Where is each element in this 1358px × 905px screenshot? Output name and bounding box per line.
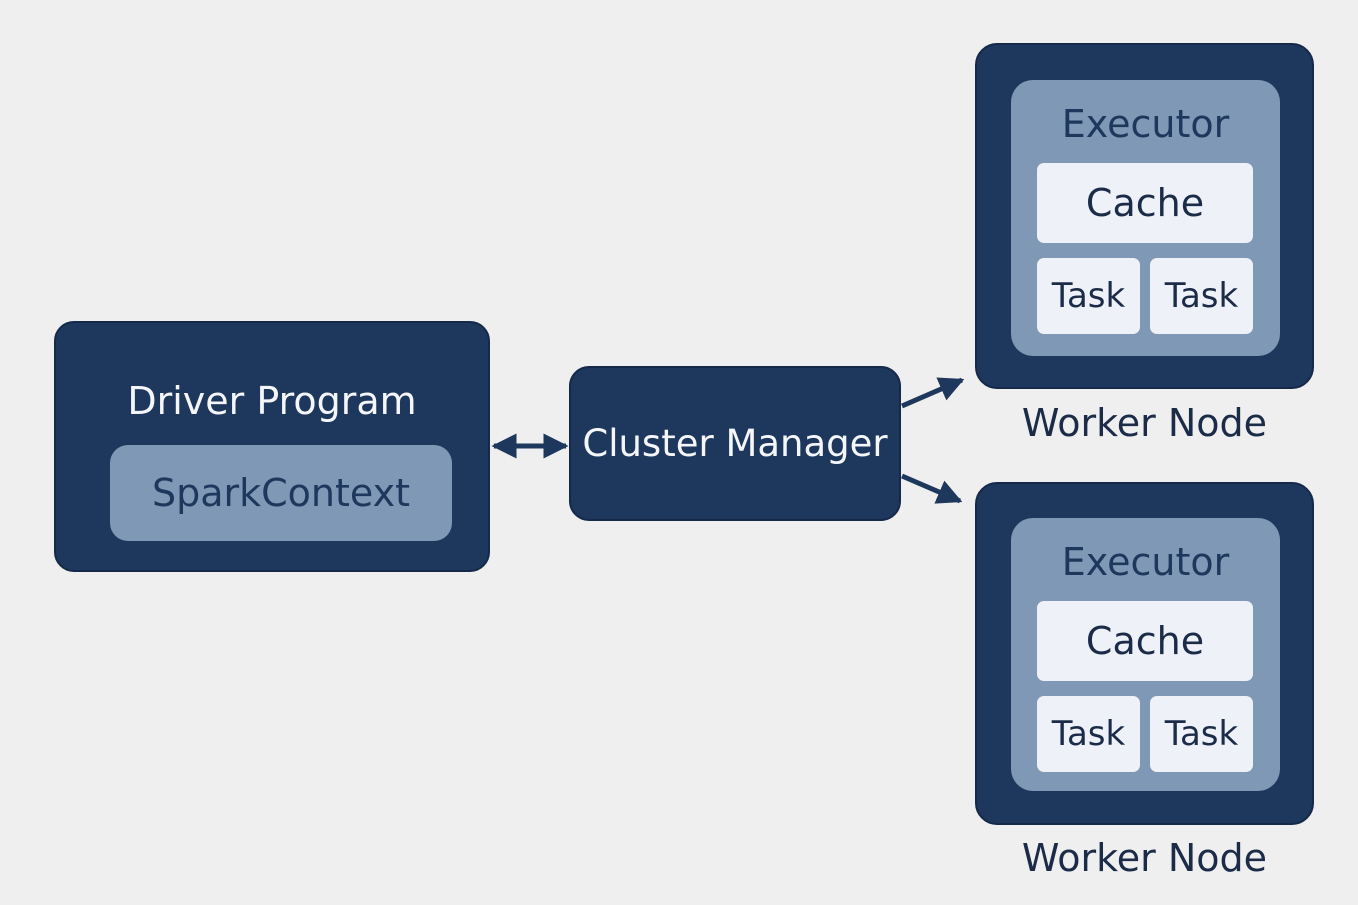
cluster-to-worker-1-arrow [901, 377, 965, 409]
cluster-manager-title: Cluster Manager [582, 422, 888, 465]
spark-context-box: SparkContext [110, 445, 452, 541]
executor-1-box: Executor Cache Task Task [1011, 80, 1280, 356]
driver-program-title: Driver Program [127, 379, 417, 423]
executor-2-title: Executor [1061, 540, 1230, 584]
executor-2-cache: Cache [1037, 601, 1253, 681]
executor-1-title: Executor [1061, 102, 1230, 146]
executor-2-task-1: Task [1037, 696, 1140, 772]
executor-1-cache: Cache [1037, 163, 1253, 243]
executor-2-box: Executor Cache Task Task [1011, 518, 1280, 791]
executor-1-task-1: Task [1037, 258, 1140, 334]
executor-1-task-2: Task [1150, 258, 1253, 334]
worker-node-2-box: Executor Cache Task Task [975, 482, 1314, 825]
cluster-to-worker-2-arrow [901, 473, 963, 504]
worker-node-1-box: Executor Cache Task Task [975, 43, 1314, 389]
worker-node-1-caption: Worker Node [1021, 401, 1268, 445]
cluster-manager-box: Cluster Manager [569, 366, 901, 521]
driver-program-box: Driver Program SparkContext [54, 321, 490, 572]
executor-2-task-2: Task [1150, 696, 1253, 772]
spark-context-label: SparkContext [151, 471, 411, 515]
worker-node-2-caption: Worker Node [1021, 836, 1268, 880]
